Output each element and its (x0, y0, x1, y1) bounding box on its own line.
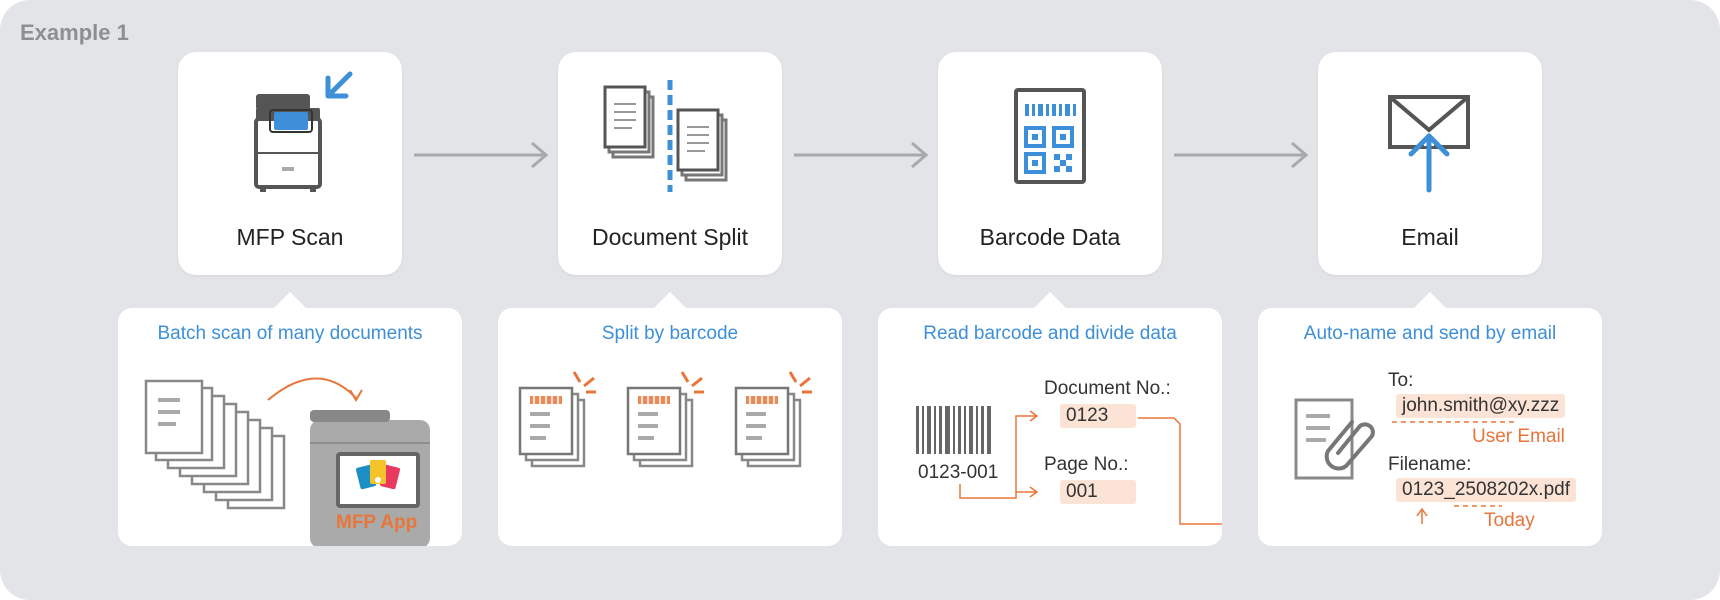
barcode-document-stack (518, 371, 596, 468)
to-label: To: (1388, 370, 1414, 391)
page-no-value: 001 (1060, 480, 1136, 504)
panel-pointer (1414, 292, 1446, 308)
barcode-value: 0123-001 (918, 462, 999, 483)
barcode-qr-icon (1014, 88, 1086, 184)
document-no-label: Document No.: (1044, 378, 1171, 399)
to-value: john.smith@xy.zzz (1396, 394, 1566, 418)
paperclip-icon (1324, 420, 1375, 471)
mfp-scanner-icon (254, 71, 353, 192)
step-label-barcode-data: Barcode Data (979, 224, 1121, 250)
detail-panel-read-barcode: Read barcode and divide data (878, 292, 1222, 546)
step-card-mfp-scan: MFP Scan (178, 52, 402, 275)
split-documents-illustration (518, 371, 812, 468)
panel-pointer (654, 292, 686, 308)
document-no-value: 0123 (1060, 404, 1136, 428)
step-label-document-split: Document Split (592, 224, 748, 250)
filename-note: Today (1484, 510, 1535, 531)
panel-pointer (274, 292, 306, 308)
flow-arrow-icon (1174, 141, 1309, 169)
step-card-barcode-data: Barcode Data (938, 52, 1162, 275)
to-note: User Email (1472, 426, 1565, 447)
filename-label: Filename: (1388, 454, 1472, 475)
panel-title-batch-scan: Batch scan of many documents (157, 323, 423, 344)
detail-panel-batch-scan: Batch scan of many documents (118, 292, 462, 546)
document-split-icon (603, 80, 728, 192)
flow-arrow-icon (414, 141, 549, 169)
panel-title-auto-name-email: Auto-name and send by email (1303, 323, 1557, 344)
barcode-graphic (916, 406, 991, 454)
panel-title-split: Split by barcode (601, 323, 739, 344)
panel-pointer (1034, 292, 1066, 308)
barcode-divide-illustration (916, 406, 1222, 525)
flow-arrow-icon (794, 141, 929, 169)
document-stack-illustration (144, 377, 430, 546)
detail-panel-split: Split by barcode (498, 292, 842, 546)
panel-title-read-barcode: Read barcode and divide data (923, 323, 1177, 344)
detail-panel-auto-name-email: Auto-name and send by email To: john.smi… (1258, 292, 1602, 546)
step-card-email: Email (1318, 52, 1542, 275)
barcode-document-stack (734, 371, 812, 468)
mfp-app-label: MFP App (336, 512, 418, 533)
example-label: Example 1 (20, 20, 129, 45)
page-no-label: Page No.: (1044, 454, 1129, 475)
email-send-icon (1388, 95, 1470, 193)
attachment-illustration (1294, 398, 1514, 524)
barcode-document-stack (626, 371, 704, 468)
mfp-app-logo-icon (356, 460, 400, 490)
filename-value: 0123_2508202x.pdf (1396, 478, 1576, 502)
step-card-document-split: Document Split (558, 52, 782, 275)
step-label-mfp-scan: MFP Scan (236, 224, 344, 250)
step-label-email: Email (1401, 224, 1459, 250)
